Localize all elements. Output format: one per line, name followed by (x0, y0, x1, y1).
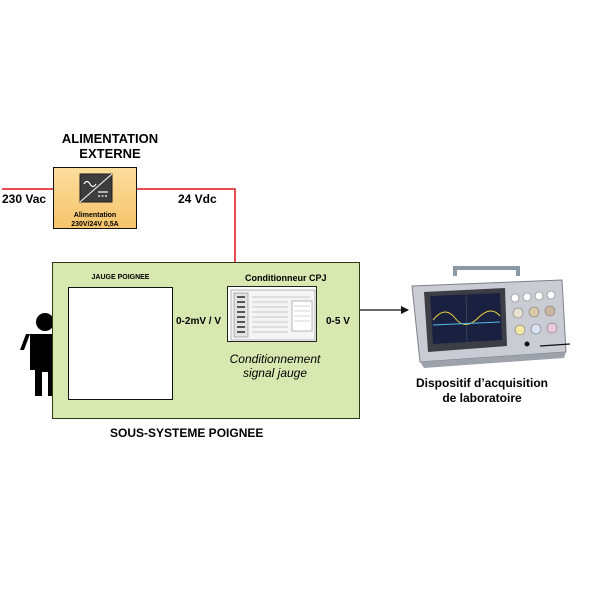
ac-input-label: 230 Vac (2, 192, 47, 206)
conditioner-panel-drawing (230, 289, 316, 341)
device-label-line1: Dispositif d’acquisition (415, 376, 548, 390)
power-supply-caption: Alimentation 230V/24V 0,5A (53, 211, 137, 229)
device-label: Dispositif d’acquisition de laboratoire (412, 376, 552, 406)
power-supply-caption-line1: Alimentation (73, 212, 117, 219)
oscilloscope-icon (411, 266, 571, 368)
conditioner-module (227, 286, 317, 342)
power-supply-title-line1: ALIMENTATION (61, 131, 159, 146)
power-supply-caption-line2: 230V/24V 0,5A (71, 221, 119, 228)
power-supply-title: ALIMENTATION EXTERNE (30, 131, 190, 161)
ac-dc-converter-icon (79, 173, 113, 203)
dc-output-label: 24 Vdc (178, 192, 217, 206)
conditioner-title: Conditionneur CPJ (245, 273, 327, 283)
dc-output-wire (137, 188, 239, 282)
conditioner-caption-line2: signal jauge (242, 366, 308, 380)
power-supply-box (53, 167, 137, 229)
gauge-signal-label: 0-2mV / V (176, 316, 222, 327)
device-label-line2: de laboratoire (442, 391, 522, 405)
power-supply-title-line2: EXTERNE (79, 146, 141, 161)
subsystem-label: SOUS-SYSTEME POIGNEE (110, 426, 264, 440)
gauge-title: JAUGE POIGNEE (91, 274, 150, 281)
conditioner-caption: Conditionnement signal jauge (205, 352, 345, 380)
conditioner-caption-line1: Conditionnement (229, 352, 321, 366)
output-signal-label: 0-5 V (326, 316, 350, 327)
gauge-box (68, 287, 173, 400)
